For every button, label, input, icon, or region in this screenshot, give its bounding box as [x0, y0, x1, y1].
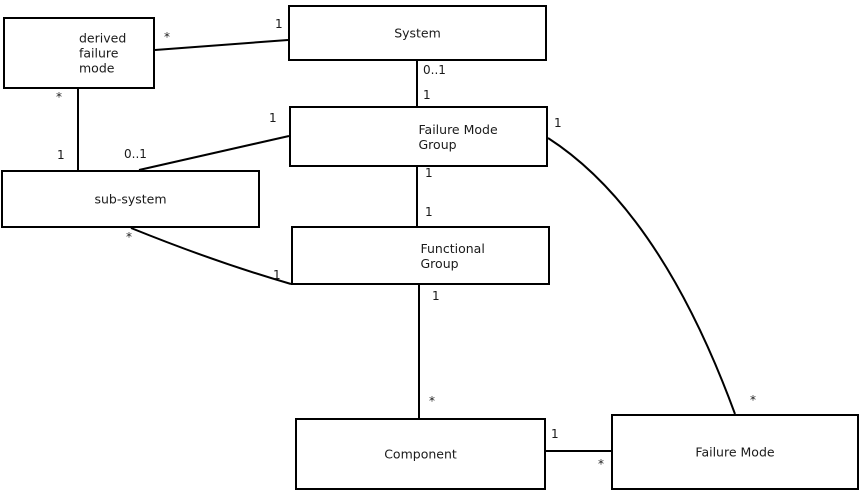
class-box-sub-system[interactable]: sub-system	[1, 170, 260, 228]
multiplicity-mult-comp-fm-right: *	[598, 457, 604, 471]
association-derived-failure-mode-to-system[interactable]	[154, 39, 289, 51]
multiplicity-mult-dfm-to-system-near: *	[164, 30, 170, 44]
class-name-functional-group: Functional Group	[420, 240, 485, 271]
multiplicity-mult-subsystem-down: *	[126, 230, 132, 244]
multiplicity-mult-dfm-to-system-far: 1	[275, 17, 283, 31]
class-name-component: Component	[384, 446, 457, 462]
multiplicity-mult-fmg-left: 1	[269, 111, 277, 125]
multiplicity-mult-fg-curve: 1	[273, 268, 281, 282]
class-name-system: System	[394, 25, 441, 41]
class-box-derived-failure-mode[interactable]: derived failure mode	[3, 17, 155, 89]
multiplicity-mult-fmg-fg-top: 1	[425, 166, 433, 180]
multiplicity-mult-fmg-fg-bottom: 1	[425, 205, 433, 219]
multiplicity-mult-dfm-down-bottom: 1	[57, 148, 65, 162]
multiplicity-mult-fmg-right: 1	[554, 116, 562, 130]
association-sub-system-to-failure-mode-group[interactable]	[138, 135, 290, 171]
multiplicity-mult-system-down-bottom: 1	[423, 88, 431, 102]
multiplicity-mult-comp-fm-left: 1	[551, 427, 559, 441]
multiplicity-mult-dfm-down-top: *	[56, 90, 62, 104]
class-name-derived-failure-mode: derived failure mode	[79, 30, 127, 76]
class-name-sub-system: sub-system	[94, 191, 167, 207]
class-box-failure-mode[interactable]: Failure Mode	[611, 414, 859, 490]
association-failure-mode-group-to-failure-mode[interactable]	[547, 137, 736, 415]
class-name-failure-mode: Failure Mode	[695, 444, 775, 460]
class-box-component[interactable]: Component	[295, 418, 546, 490]
multiplicity-mult-system-down-top: 0..1	[423, 63, 446, 77]
class-box-system[interactable]: System	[288, 5, 547, 61]
association-sub-system-to-functional-group[interactable]	[130, 227, 292, 285]
class-box-functional-group[interactable]: Functional Group	[291, 226, 550, 285]
multiplicity-mult-fm-curve-top: *	[750, 393, 756, 407]
class-box-failure-mode-group[interactable]: Failure Mode Group	[289, 106, 548, 167]
multiplicity-mult-fg-comp-top: 1	[432, 289, 440, 303]
multiplicity-mult-fg-comp-bottom: *	[429, 394, 435, 408]
class-name-failure-mode-group: Failure Mode Group	[418, 121, 498, 152]
multiplicity-mult-subsystem-up: 0..1	[124, 147, 147, 161]
